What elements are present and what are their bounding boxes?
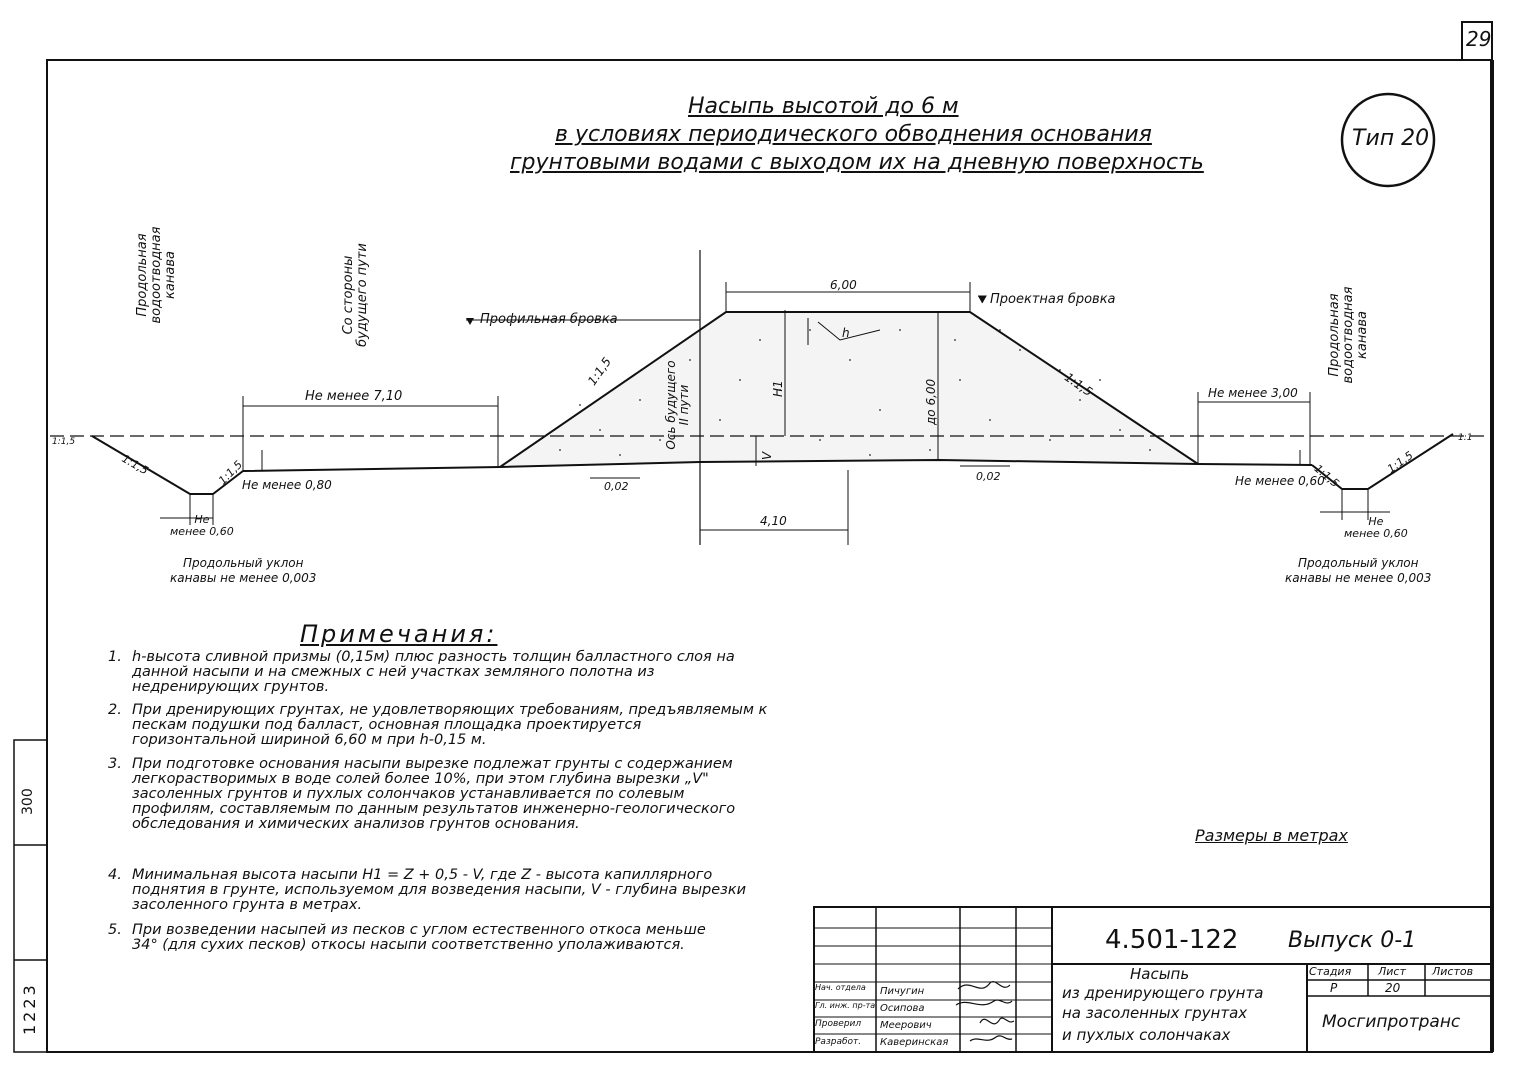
margin-bottom-number: 1223 <box>20 982 39 1035</box>
title-line-1: Насыпь высотой до 6 м <box>688 94 959 119</box>
stamp-title-2: из дренирующего грунта <box>1062 984 1264 1002</box>
page-number: 29 <box>1466 27 1492 51</box>
org-name: Мосгипротранс <box>1322 1012 1461 1032</box>
notes-heading: Примечания: <box>300 620 498 648</box>
fill-dots <box>559 329 1151 456</box>
left-ditch <box>91 435 244 495</box>
title-block <box>813 906 1493 1053</box>
min-080-label: Не менее 0,80 <box>242 478 332 492</box>
type-label: Тип 20 <box>1352 126 1430 151</box>
page-number-box <box>1461 21 1493 61</box>
grade-left-label: 0,02 <box>604 480 629 493</box>
edge-slope-left: 1:1,5 <box>52 437 76 447</box>
edge-slope-right: 1:1 <box>1458 433 1473 443</box>
top-width-label: 6,00 <box>830 278 857 292</box>
grade-right-label: 0,02 <box>976 470 1001 483</box>
name-1: Пичугин <box>880 986 925 997</box>
role-3: Проверил <box>815 1019 862 1029</box>
base-line <box>242 458 1313 472</box>
min-060-right-label: Не менее 0,60 <box>1235 474 1325 488</box>
stage-value: Р <box>1330 981 1338 995</box>
col-sheet: Лист <box>1378 965 1406 978</box>
h1-label: H1 <box>771 380 785 397</box>
dim-410-label: 4,10 <box>760 514 787 528</box>
name-2: Осипова <box>880 1003 925 1014</box>
name-4: Каверинская <box>880 1037 949 1048</box>
sheet-value: 20 <box>1385 981 1401 995</box>
doc-code: 4.501-122 <box>1105 925 1239 955</box>
margin-top-number: 300 <box>20 788 36 815</box>
col-sheets: Листов <box>1432 965 1474 978</box>
v-label: V <box>760 451 774 460</box>
right-ditch <box>1311 433 1454 490</box>
role-1: Нач. отдела <box>815 983 866 992</box>
name-3: Меерович <box>880 1020 932 1031</box>
min-right-label: Не менее 3,00 <box>1208 386 1298 400</box>
margin-column <box>13 739 48 1053</box>
signatures <box>955 981 1015 1042</box>
note-5: 5.При возведении насыпей из песков с угл… <box>108 922 706 953</box>
role-4: Разработ. <box>815 1037 862 1047</box>
note-1: 1.h-высота сливной призмы (0,15м) плюс р… <box>108 649 735 695</box>
title-line-3: грунтовыми водами с выходом их на дневну… <box>510 150 1204 175</box>
stamp-title-4: и пухлых солончаках <box>1062 1026 1231 1044</box>
type-circle <box>1340 92 1436 188</box>
col-stage: Стадия <box>1309 965 1352 978</box>
height-label: до 6,00 <box>924 378 938 425</box>
embankment-outline <box>499 311 1199 468</box>
h-label: h <box>842 326 850 340</box>
note-4: 4.Минимальная высота насыпи H1 = Z + 0,5… <box>108 867 747 913</box>
issue-label: Выпуск 0-1 <box>1288 928 1417 953</box>
profile-edge-label: Профильная бровка <box>480 312 618 327</box>
stamp-title-3: на засоленных грунтах <box>1062 1004 1248 1022</box>
dimensions-note: Размеры в метрах <box>1195 826 1348 845</box>
design-edge-label: Проектная бровка <box>990 292 1116 307</box>
note-3: 3.При подготовке основания насыпи вырезк… <box>108 756 736 832</box>
note-2: 2.При дренирующих грунтах, не удовлетвор… <box>108 702 768 748</box>
title-line-2: в условиях периодического обводнения осн… <box>555 122 1152 147</box>
min-left-label: Не менее 7,10 <box>305 389 403 404</box>
role-2: Гл. инж. пр-та <box>815 1001 876 1010</box>
stamp-title-1: Насыпь <box>1130 965 1190 983</box>
